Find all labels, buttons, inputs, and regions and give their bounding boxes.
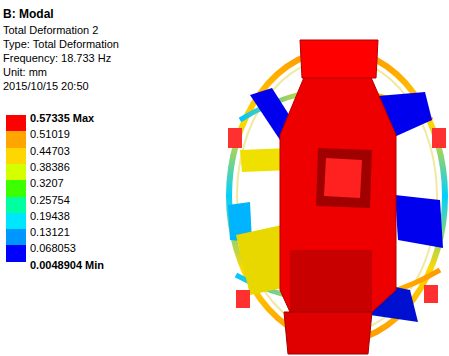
rib-end <box>424 285 438 303</box>
legend-value: 0.068053 <box>30 242 76 254</box>
legend-swatch <box>6 115 26 132</box>
info-line: Total Deformation 2 <box>3 24 98 36</box>
rib-end <box>236 290 250 308</box>
info-line: 2015/10/15 20:50 <box>3 80 89 92</box>
legend-swatch <box>6 245 26 262</box>
info-line: Unit: mm <box>3 66 47 78</box>
outer-rib-inner <box>237 58 437 334</box>
legend-swatch <box>6 131 26 148</box>
rib-end <box>432 128 446 148</box>
legend-value: 0.19438 <box>30 210 70 222</box>
info-line: Type: Total Deformation <box>3 38 119 50</box>
central-plate <box>280 75 396 312</box>
legend-value: 0.44703 <box>30 145 70 157</box>
plate-shade <box>290 250 372 312</box>
legend-value: 0.3207 <box>30 177 64 189</box>
legend-swatch <box>6 229 26 246</box>
legend-swatch <box>6 180 26 197</box>
legend-swatch <box>6 164 26 181</box>
legend-value: 0.51019 <box>30 128 70 140</box>
legend-value: 0.38386 <box>30 161 70 173</box>
legend-value: 0.25754 <box>30 194 70 206</box>
outer-rib <box>229 50 445 342</box>
info-line: Frequency: 18.733 Hz <box>3 52 111 64</box>
plate-hole-inner <box>324 158 362 198</box>
legend-swatch <box>6 213 26 230</box>
blue-arm <box>395 195 443 248</box>
legend-value: 0.13121 <box>30 226 70 238</box>
legend-value: 0.57335 Max <box>30 112 94 124</box>
plate-hole <box>316 148 372 208</box>
legend-swatch <box>6 197 26 214</box>
top-block <box>300 40 378 78</box>
title: B: Modal <box>3 7 54 21</box>
legend-swatch <box>6 148 26 165</box>
bottom-block <box>284 312 372 354</box>
legend-min-value: 0.0048904 Min <box>30 259 104 271</box>
rib-end <box>228 128 242 148</box>
